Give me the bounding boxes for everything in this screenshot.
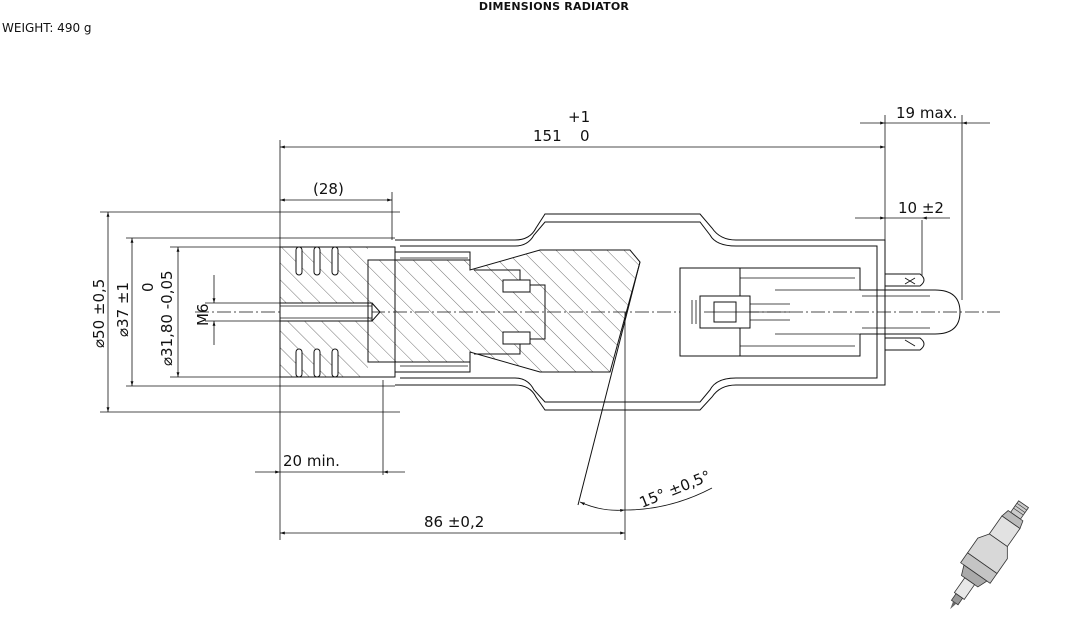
angle-wedge: [577, 261, 713, 512]
dim-min-insert: 20 min.: [283, 452, 340, 470]
dim-total-tol-upper: +1: [568, 108, 590, 126]
dim-mid-diameter: ⌀37 ±1: [114, 282, 132, 337]
dimension-lines: [100, 115, 990, 540]
dim-inner-diameter: ⌀31,80 -0,05: [158, 270, 176, 366]
dim-outer-diameter: ⌀50 ±0,5: [90, 279, 108, 348]
dim-total-length: 151: [533, 127, 562, 145]
dim-pin-length: 10 ±2: [898, 199, 944, 217]
dim-total-tol-lower: 0: [580, 127, 590, 145]
product-illustration: [950, 500, 1030, 610]
dim-thread-depth: (28): [313, 180, 344, 198]
dim-angle: 15° ±0,5°: [637, 467, 714, 512]
weight-label: WEIGHT: 490 g: [2, 21, 92, 35]
page-title: DIMENSIONS RADIATOR: [478, 0, 630, 13]
dim-inner-tol-upper: 0: [139, 282, 157, 292]
dim-tip-length: 19 max.: [896, 104, 957, 122]
dim-thread: M6: [194, 304, 212, 327]
radiator-body: [279, 213, 961, 411]
dim-position: 86 ±0,2: [424, 513, 484, 531]
